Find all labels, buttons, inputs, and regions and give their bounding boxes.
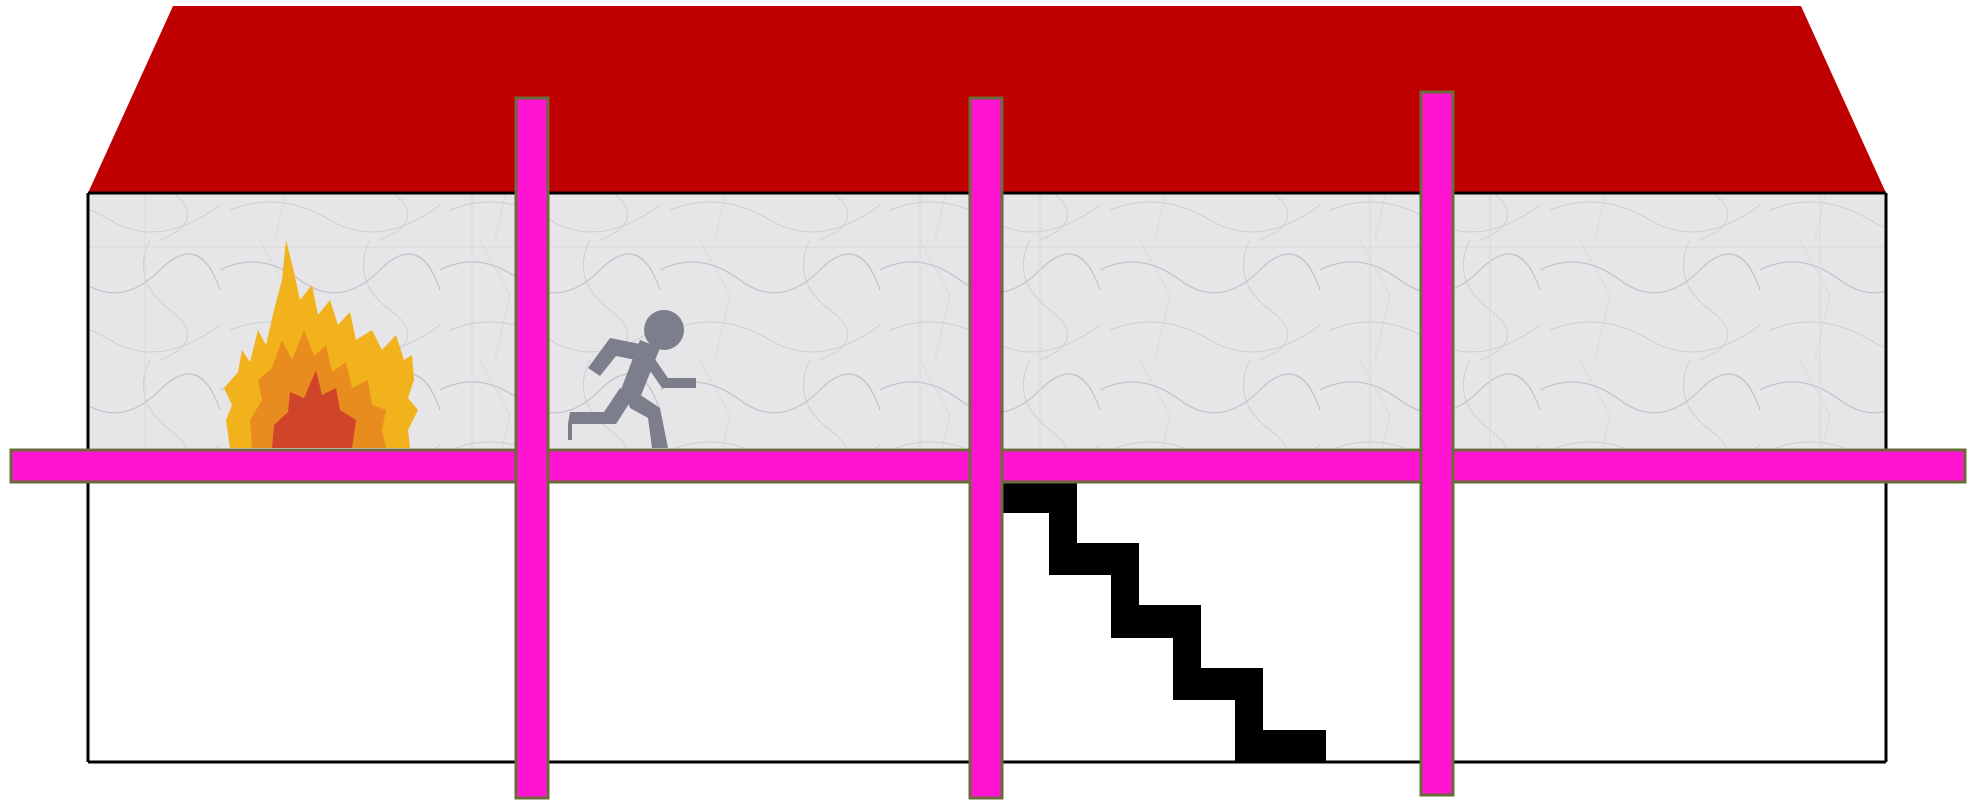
vertical-beam-right: [1421, 92, 1453, 795]
vertical-beam-left: [516, 98, 548, 798]
vertical-beam-middle: [970, 98, 1002, 798]
